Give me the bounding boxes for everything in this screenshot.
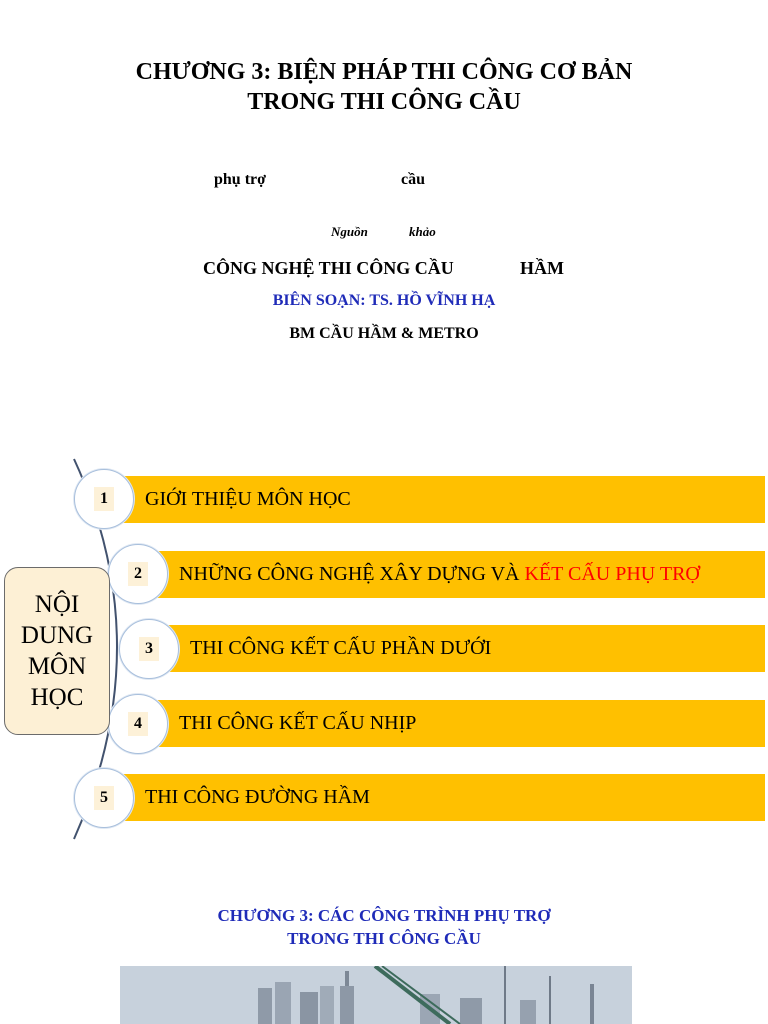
course-content-label: NỘI DUNG MÔN HỌC xyxy=(4,567,110,735)
list-item-text: GIỚI THIỆU MÔN HỌC xyxy=(145,488,351,510)
page-title-line2: TRONG THI CÔNG CẦU xyxy=(247,89,521,115)
list-item-5: THI CÔNG ĐƯỜNG HẦM xyxy=(123,774,765,821)
number-badge-2: 2 xyxy=(108,544,168,604)
list-item-highlight: KẾT CẤU PHỤ TRỢ xyxy=(524,563,700,585)
side-label-line: DUNG xyxy=(20,622,94,649)
badge-number: 4 xyxy=(128,712,148,736)
list-item-text: THI CÔNG KẾT CẤU PHẦN DƯỚI xyxy=(190,637,492,659)
page-title-line1: CHƯƠNG 3: BIỆN PHÁP THI CÔNG CƠ BẢN xyxy=(135,59,633,85)
badge-number: 5 xyxy=(94,786,114,810)
source-word1: Nguồn xyxy=(331,224,368,239)
list-item-1: GIỚI THIỆU MÔN HỌC xyxy=(123,476,765,523)
badge-number: 2 xyxy=(128,562,148,586)
number-badge-4: 4 xyxy=(108,694,168,754)
number-badge-3: 3 xyxy=(119,619,179,679)
author-line: BIÊN SOẠN: TS. HỒ VĨNH HẠ xyxy=(272,292,496,309)
list-item-3: THI CÔNG KẾT CẤU PHẦN DƯỚI xyxy=(168,625,765,672)
source-word2: khảo xyxy=(409,224,436,239)
list-item-2: NHỮNG CÔNG NGHỆ XÂY DỰNG VÀ KẾT CẤU PHỤ … xyxy=(157,551,765,598)
list-item-text: THI CÔNG KẾT CẤU NHỊP xyxy=(179,712,417,734)
badge-number: 1 xyxy=(94,487,114,511)
construction-photo xyxy=(120,966,632,1024)
section2-title-line1: CHƯƠNG 3: CÁC CÔNG TRÌNH PHỤ TRỢ xyxy=(217,906,551,925)
list-item-4: THI CÔNG KẾT CẤU NHỊP xyxy=(157,700,765,747)
section2-title-line2: TRONG THI CÔNG CẦU xyxy=(287,929,481,948)
side-label-line: NỘI xyxy=(34,591,80,618)
list-item-text: NHỮNG CÔNG NGHỆ XÂY DỰNG VÀ xyxy=(179,563,525,585)
department-line: BM CẦU HẦM & METRO xyxy=(289,325,479,342)
course-name-part1: CÔNG NGHỆ THI CÔNG CẦU xyxy=(203,258,454,278)
course-name-part2: HẦM xyxy=(520,258,564,278)
list-item-text: THI CÔNG ĐƯỜNG HẦM xyxy=(145,786,370,808)
side-label-line: HỌC xyxy=(30,684,84,711)
number-badge-1: 1 xyxy=(74,469,134,529)
fragment-left: phụ trợ xyxy=(214,171,266,188)
number-badge-5: 5 xyxy=(74,768,134,828)
fragment-right: cầu xyxy=(401,171,425,188)
side-label-line: MÔN xyxy=(27,653,87,680)
badge-number: 3 xyxy=(139,637,159,661)
city-skyline-image xyxy=(120,966,632,1024)
